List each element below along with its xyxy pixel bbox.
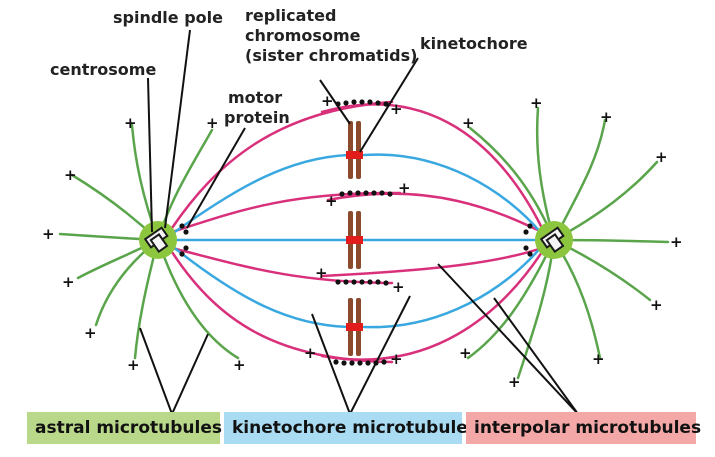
motor-proteins-poles [179, 223, 533, 257]
plus-end: + [592, 350, 605, 368]
kinetochore-mark [346, 236, 363, 244]
plus-end: + [233, 356, 246, 374]
motor-row-top [335, 99, 389, 107]
label-spindle-pole: spindle pole [113, 8, 223, 27]
astral-mt-left-8 [156, 238, 240, 360]
legend-astral-microtubules: astral microtubules [27, 412, 222, 444]
kinetochore-mark [346, 151, 363, 159]
label-motor-2: protein [224, 108, 290, 127]
label-kinetochore: kinetochore [420, 34, 528, 53]
interpolar-mt-upper-left [170, 191, 402, 234]
leader-centrosome [147, 77, 153, 233]
plus-end: + [670, 233, 683, 251]
plus-end: + [84, 324, 97, 342]
interpolar-mt-top-right [320, 103, 544, 230]
astral-mt-right-3 [552, 118, 607, 242]
leader-motor-protein [186, 127, 246, 229]
plus-end: + [325, 192, 338, 210]
interpolar-mt-bottom-right [320, 250, 544, 361]
plus-end: + [508, 373, 521, 391]
plus-end: + [650, 296, 663, 314]
leader-interpolar-1 [437, 263, 579, 415]
leader-spindle-pole [164, 29, 191, 229]
label-replicated-1: replicated [245, 6, 336, 25]
astral-mt-right-9 [466, 238, 556, 360]
leader-replicated-chromosome [319, 79, 351, 125]
kinetochore-microtubules [170, 153, 544, 329]
plus-end: + [390, 350, 403, 368]
label-replicated-3: (sister chromatids) [245, 46, 417, 65]
legend-interpolar-microtubules: interpolar microtubules [466, 412, 701, 444]
centrosome-left [139, 221, 177, 259]
plus-end: + [459, 344, 472, 362]
leader-interpolar-2 [493, 297, 579, 415]
motor-row-upper [339, 190, 393, 197]
label-replicated-2: chromosome [245, 26, 361, 45]
plus-end: + [206, 114, 219, 132]
plus-end: + [600, 108, 613, 126]
plus-end: + [304, 344, 317, 362]
legend-kinetochore-microtubules: kinetochore microtubules [224, 412, 478, 444]
leader-astral [139, 327, 209, 417]
interpolar-mt-lower-right [320, 246, 544, 278]
plus-end: + [398, 179, 411, 197]
motor-row-bottom [333, 359, 387, 366]
label-motor-1: motor [228, 88, 282, 107]
plus-end: + [462, 114, 475, 132]
plus-end: + [64, 166, 77, 184]
plus-end: + [390, 100, 403, 118]
chromosome-middle [346, 211, 363, 269]
plus-end: + [315, 264, 328, 282]
plus-end: + [321, 92, 334, 110]
plus-ends: + + + + + + + + + + + + + + + + + + + + … [42, 92, 683, 391]
interpolar-mt-lower-left [170, 246, 394, 285]
plus-end: + [530, 94, 543, 112]
centrosome-right [535, 221, 573, 259]
astral-mt-right-4 [552, 160, 659, 242]
label-centrosome: centrosome [50, 60, 156, 79]
kinetochore-mt-top-left [170, 153, 350, 236]
kinetochore-mt-bottom-right [362, 244, 544, 329]
kinetochore-mt-top-right [362, 153, 544, 236]
plus-end: + [62, 273, 75, 291]
plus-end: + [127, 356, 140, 374]
leader-kinetochore [359, 57, 419, 153]
plus-end: + [655, 148, 668, 166]
plus-end: + [392, 278, 405, 296]
chromosome-top [346, 121, 363, 179]
chromosomes [346, 121, 363, 356]
plus-end: + [42, 225, 55, 243]
motor-proteins-overlap [333, 99, 393, 366]
kinetochore-mt-bottom-left [170, 244, 350, 329]
plus-end: + [124, 114, 137, 132]
kinetochore-mark [346, 323, 363, 331]
chromosome-bottom [346, 298, 363, 356]
motor-row-lower [335, 279, 389, 286]
